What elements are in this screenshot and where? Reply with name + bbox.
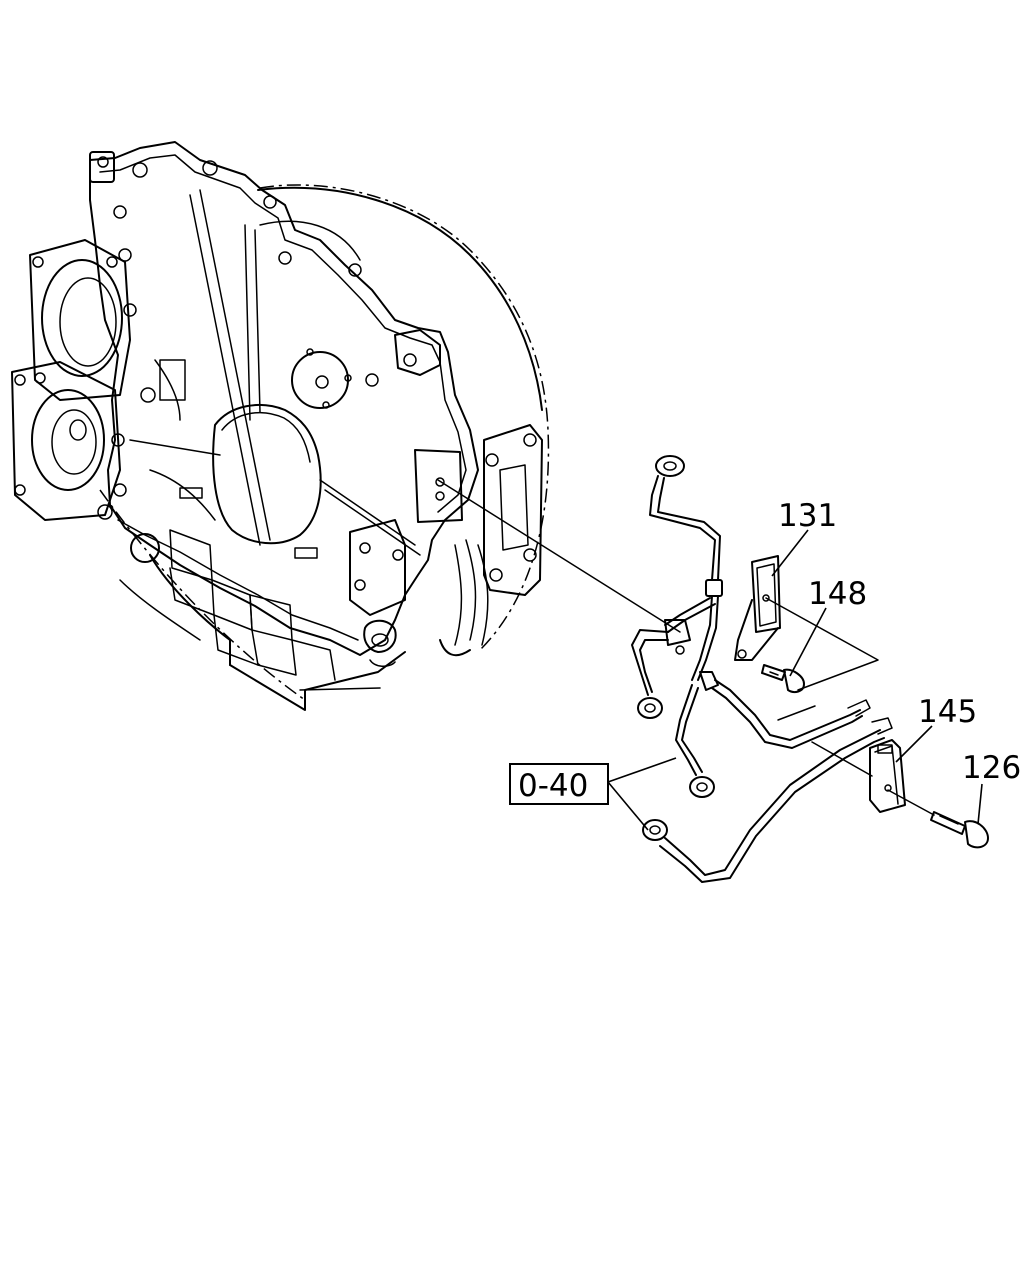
centerline-housing-to-bracket — [437, 479, 681, 633]
oil-pipe-assembly — [631, 455, 893, 883]
alignment-line-washer — [777, 705, 816, 721]
alignment-line-145 — [811, 741, 873, 777]
flywheel-housing — [11, 141, 550, 711]
bolt-148 — [761, 664, 805, 693]
callout-148: 148 — [789, 576, 867, 677]
alignment-line-126 — [887, 789, 935, 816]
plate-131 — [734, 555, 781, 661]
part-number-145: 145 — [918, 694, 977, 730]
bolt-126 — [930, 811, 989, 849]
alignment-line-131 — [765, 597, 879, 691]
reference-label: 0-40 — [518, 768, 588, 804]
part-number-131: 131 — [778, 498, 837, 534]
callout-131: 131 — [771, 498, 837, 577]
clip-145 — [869, 739, 906, 813]
callout-reference: 0-40 — [509, 757, 677, 831]
part-number-126: 126 — [962, 750, 1021, 786]
callout-145: 145 — [895, 694, 977, 763]
callout-126: 126 — [962, 750, 1021, 825]
part-number-148: 148 — [808, 576, 867, 612]
reference-box — [509, 763, 609, 805]
